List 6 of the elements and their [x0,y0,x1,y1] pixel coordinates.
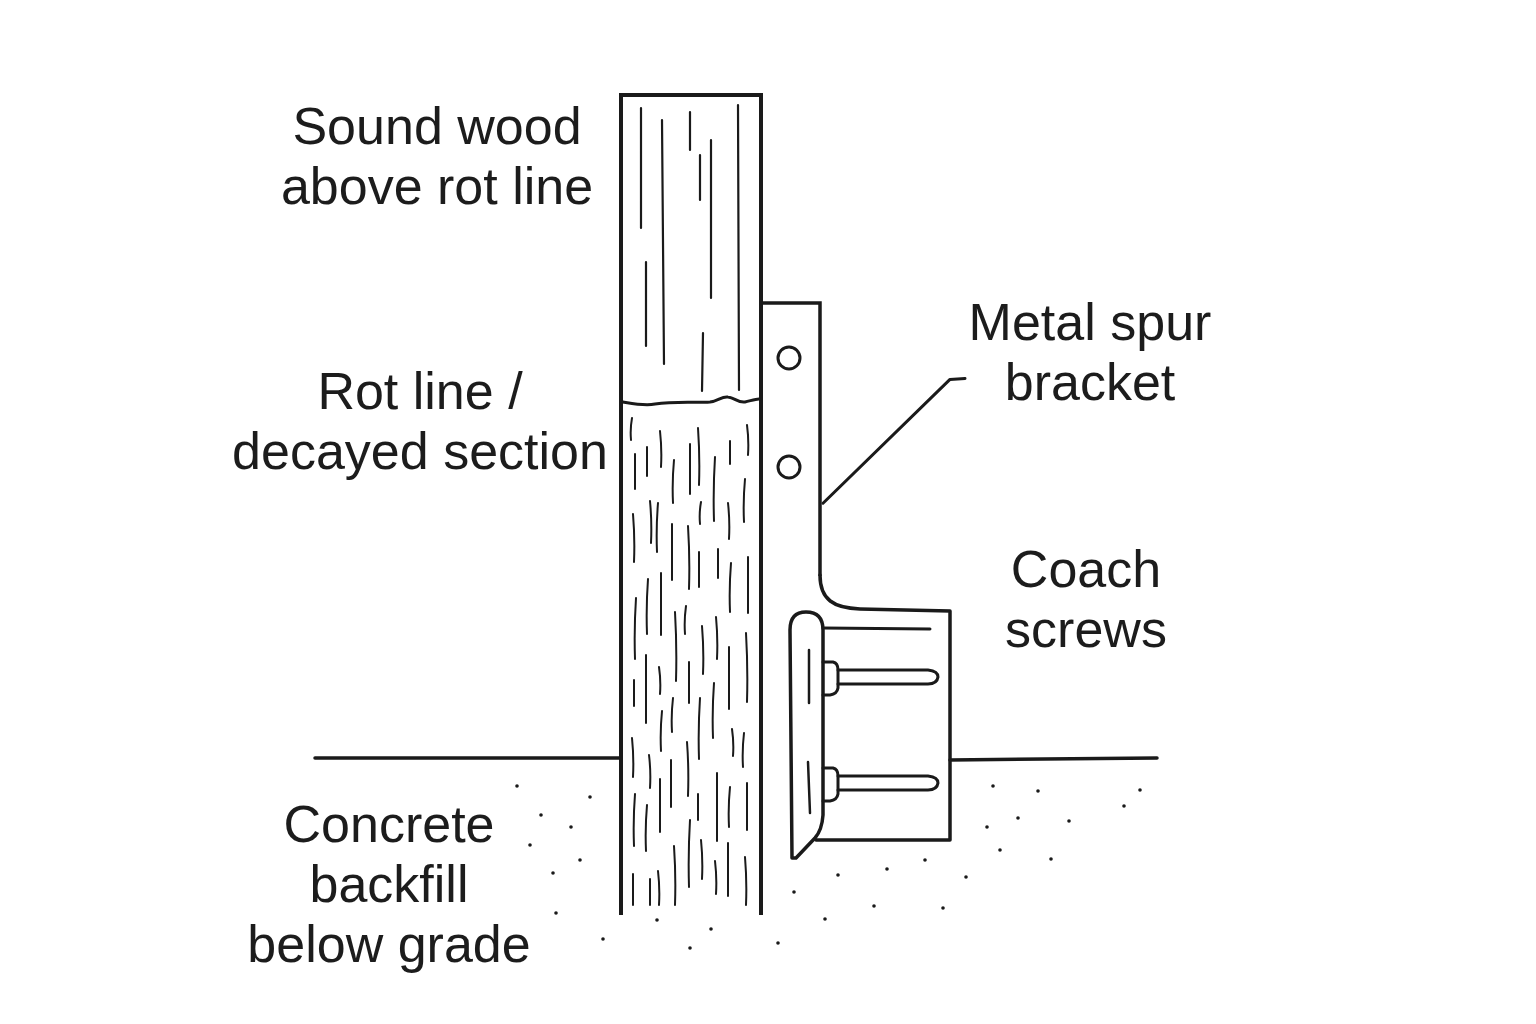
part-label: Metal spur bracket [965,292,1215,412]
leader-line [821,376,967,505]
part-label: Concrete backfill below grade [246,794,532,974]
part-label: Sound wood above rot line [279,96,595,216]
part-label: Rot line / decayed section [231,361,609,481]
part-label: Coach screws [1004,539,1168,659]
